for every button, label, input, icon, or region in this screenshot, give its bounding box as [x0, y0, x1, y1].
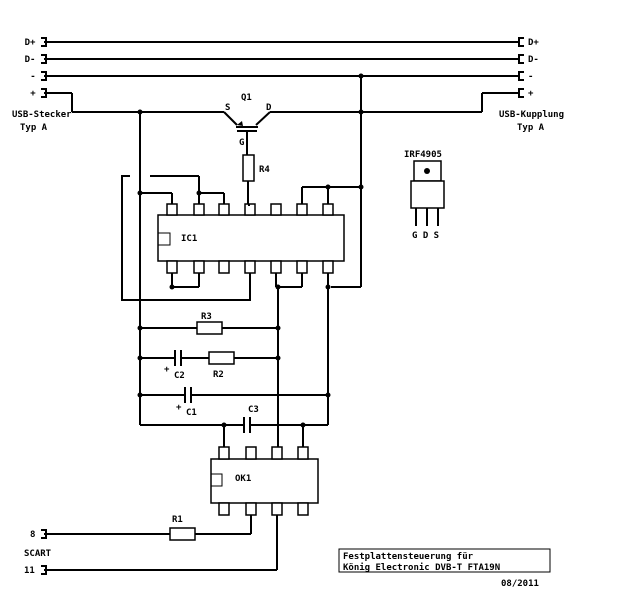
irf4905-pins: G D S	[412, 231, 439, 241]
scart-pin-11: 11	[24, 566, 35, 576]
title-date: 08/2011	[501, 579, 539, 589]
q1-drain-label: D	[266, 103, 272, 113]
c2-label: C2	[174, 371, 185, 381]
irf4905-label: IRF4905	[404, 150, 442, 160]
title-line-1: Festplattensteuerung für	[343, 552, 474, 562]
q1-label: Q1	[241, 93, 252, 103]
optocoupler-ok1	[210, 446, 319, 516]
junction-dots	[137, 73, 364, 428]
q1-gate-label: G	[239, 138, 244, 148]
transistor-q1	[223, 111, 271, 155]
left-pin-dminus: D-	[25, 55, 36, 65]
usb-socket-pins	[518, 37, 524, 98]
resistor-r2	[208, 351, 278, 365]
title-line-2: König Electronic DVB-T FTA19N	[343, 562, 500, 573]
ok1-label: OK1	[235, 474, 251, 484]
ic1-label: IC1	[181, 234, 197, 244]
ok1-wiring	[44, 425, 304, 571]
r4-label: R4	[259, 165, 270, 175]
capacitor-c1	[140, 387, 328, 403]
left-pin-minus: -	[30, 72, 35, 82]
resistor-r4	[242, 154, 255, 205]
right-pin-minus: -	[528, 72, 533, 82]
c1-label: C1	[186, 408, 197, 418]
right-pin-dminus: D-	[528, 55, 539, 65]
usb-socket-type: Typ A	[517, 123, 545, 133]
c3-label: C3	[248, 405, 259, 415]
usb-plug-pins	[41, 37, 47, 98]
title-block	[338, 548, 551, 573]
c1-plus: +	[176, 403, 182, 413]
r1-label: R1	[172, 515, 183, 525]
resistor-r1	[169, 527, 196, 541]
r3-label: R3	[201, 312, 212, 322]
left-pin-dplus: D+	[25, 38, 36, 48]
capacitor-c2	[140, 350, 209, 366]
usb-plug-type: Typ A	[20, 123, 48, 133]
right-pin-dplus: D+	[528, 38, 539, 48]
scart-pins	[41, 529, 47, 575]
usb-bus	[44, 41, 520, 113]
left-pin-plus: +	[30, 89, 36, 99]
capacitor-c3	[140, 417, 328, 433]
scart-pin-8: 8	[30, 530, 35, 540]
q1-source-label: S	[225, 103, 230, 113]
scart-label: SCART	[24, 549, 52, 559]
usb-socket-label: USB-Kupplung	[499, 110, 564, 120]
irf4905-package	[410, 160, 445, 226]
right-pin-plus: +	[528, 89, 534, 99]
r2-label: R2	[213, 370, 224, 380]
c2-plus: +	[164, 365, 170, 375]
resistor-r3	[140, 321, 278, 335]
usb-plug-label: USB-Stecker	[12, 110, 72, 120]
